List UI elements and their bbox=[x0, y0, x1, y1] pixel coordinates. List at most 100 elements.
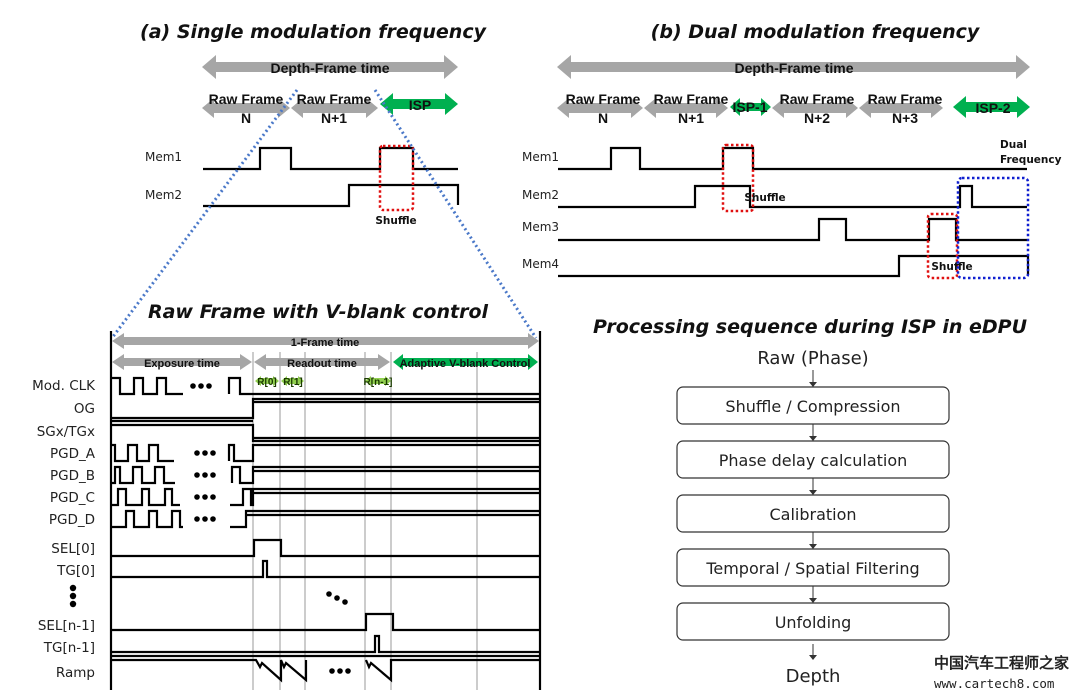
watermark-name: 中国汽车工程师之家 bbox=[934, 654, 1069, 672]
panel-a-segment-0-line1: Raw Frame bbox=[209, 91, 284, 107]
signal-label: PGD_A bbox=[50, 446, 96, 462]
panel-b-segment-0-line1: Raw Frame bbox=[566, 91, 641, 107]
panel-a-segment-0-line2: N bbox=[241, 110, 251, 126]
signal-label: TG[n-1] bbox=[43, 640, 95, 656]
row-r0-arrow bbox=[255, 376, 279, 386]
signal-labels: Mod. CLK OG SGx/TGx PGD_A PGD_B PGD_C PG… bbox=[32, 378, 96, 681]
frame-time-label: 1-Frame time bbox=[291, 337, 359, 349]
signal-label: PGD_B bbox=[50, 468, 95, 484]
panel-b-segment-arrow-0 bbox=[557, 98, 643, 118]
flow-arrow-head bbox=[809, 490, 817, 495]
pgd-b-waveform bbox=[112, 465, 175, 485]
panel-a-segment-arrow-0 bbox=[202, 98, 290, 118]
panel-b-segment-1-line2: N+1 bbox=[678, 110, 704, 126]
panel-b-shuffle-label-2: Shuffle bbox=[931, 261, 972, 273]
readout-time-arrow bbox=[254, 354, 390, 370]
panel-b-segment-4-line1: Raw Frame bbox=[868, 91, 943, 107]
flow-step-label: Phase delay calculation bbox=[719, 451, 908, 470]
panel-b-mem1-waveform bbox=[558, 146, 1027, 171]
seln1-waveform bbox=[112, 612, 540, 632]
vblank-control-label: Adaptive V-blank Control bbox=[400, 358, 531, 370]
pgd-d-waveform-tail bbox=[230, 509, 540, 529]
row-r1-arrow bbox=[281, 376, 304, 386]
sgx-waveform bbox=[112, 423, 540, 443]
flow-arrow-head bbox=[809, 598, 817, 603]
signal-label: SEL[0] bbox=[51, 541, 95, 557]
flow-arrow-head bbox=[809, 382, 817, 387]
panel-a-depth-frame-arrow bbox=[202, 55, 458, 79]
row-label-2: R[n-1] bbox=[364, 377, 393, 388]
panel-b-segment-2-line1: ISP-1 bbox=[732, 99, 767, 115]
panel-b-segment-arrow-1 bbox=[644, 98, 728, 118]
panel-b-segment-arrow-4 bbox=[859, 98, 943, 118]
panel-a-segment-2-line1: ISP bbox=[409, 97, 432, 113]
tgn1-waveform bbox=[112, 634, 540, 654]
panel-b-title: (b) Dual modulation frequency bbox=[651, 21, 981, 43]
panel-b-segment-arrow-3 bbox=[772, 98, 858, 118]
panel-a-segment-arrow-2 bbox=[380, 93, 458, 115]
panel-b-shuffle-box-1 bbox=[721, 143, 755, 213]
panel-b-segment-3-line2: N+2 bbox=[804, 110, 830, 126]
panel-a: (a) Single modulation frequency Depth-Fr… bbox=[140, 21, 488, 227]
panel-b-segment-4-line2: N+3 bbox=[892, 110, 918, 126]
vblank-control-arrow bbox=[393, 354, 538, 370]
og-waveform bbox=[112, 397, 540, 420]
pgd-c-waveform-tail bbox=[230, 487, 540, 507]
isp-flow-output: Depth bbox=[786, 666, 841, 687]
signal-label: PGD_D bbox=[49, 512, 95, 528]
panel-b-segment-0-line2: N bbox=[598, 110, 608, 126]
panel-b-mem-label-1: Mem2 bbox=[522, 188, 559, 202]
ramp-waveform bbox=[112, 658, 308, 683]
exposure-time-label: Exposure time bbox=[144, 358, 220, 370]
panel-b-mem-label-2: Mem3 bbox=[522, 220, 559, 234]
panel-a-mem-label-0: Mem1 bbox=[145, 150, 182, 164]
tg0-waveform bbox=[112, 559, 540, 579]
pgd-b-waveform-tail bbox=[230, 465, 540, 485]
panel-b-mem-label-0: Mem1 bbox=[522, 150, 559, 164]
raw-frame-title: Raw Frame with V-blank control bbox=[148, 301, 489, 323]
panel-b-mem2-waveform bbox=[558, 184, 1027, 209]
signal-label: OG bbox=[74, 401, 95, 417]
mod-clk-waveform-tail bbox=[227, 376, 540, 396]
ellipsis-dots bbox=[190, 383, 351, 674]
signal-label: PGD_C bbox=[50, 490, 95, 506]
pgd-d-waveform bbox=[112, 509, 183, 529]
vertical-ellipsis-dot bbox=[69, 584, 77, 592]
raw-frame-timing: Raw Frame with V-blank control 1-Frame t… bbox=[32, 301, 542, 690]
flow-arrow-head bbox=[809, 655, 817, 660]
signal-label: SGx/TGx bbox=[37, 424, 95, 440]
flow-arrow-head bbox=[809, 544, 817, 549]
panel-b-dual-frequency-box bbox=[956, 176, 1030, 280]
panel-b-segment-3-line1: Raw Frame bbox=[780, 91, 855, 107]
pgd-c-waveform bbox=[112, 487, 180, 507]
panel-b-mem4-waveform bbox=[558, 254, 1030, 278]
panel-b-mem-label-3: Mem4 bbox=[522, 257, 559, 271]
flow-step-label: Unfolding bbox=[775, 613, 852, 632]
isp-flow-title: Processing sequence during ISP in eDPU bbox=[593, 316, 1028, 338]
panel-b-dual-label-1: Dual bbox=[1000, 139, 1027, 151]
flow-step-label: Shuffle / Compression bbox=[725, 397, 900, 416]
panel-b-segment-arrow-2 bbox=[730, 98, 771, 116]
panel-a-depth-frame-label: Depth-Frame time bbox=[270, 60, 389, 76]
exposure-time-arrow bbox=[112, 354, 252, 370]
watermark: 中国汽车工程师之家 www.cartech8.com bbox=[934, 654, 1069, 691]
panel-a-segment-arrow-1 bbox=[291, 98, 378, 118]
panel-b-depth-frame-arrow bbox=[557, 55, 1030, 79]
row-label-1: R[1] bbox=[283, 377, 302, 388]
watermark-url: www.cartech8.com bbox=[934, 676, 1054, 691]
panel-a-title: (a) Single modulation frequency bbox=[140, 21, 488, 43]
isp-flow: Processing sequence during ISP in eDPU R… bbox=[593, 316, 1028, 687]
panel-a-mem2-waveform bbox=[203, 183, 460, 208]
zoom-guide-left-line bbox=[110, 89, 299, 339]
mod-clk-waveform bbox=[112, 376, 183, 396]
sel0-waveform bbox=[112, 538, 540, 558]
vertical-ellipsis-dot bbox=[69, 600, 77, 608]
panel-b-depth-frame-label: Depth-Frame time bbox=[734, 60, 853, 76]
panel-a-shuffle-box bbox=[378, 144, 415, 212]
panel-b-dual-label-2: Frequency bbox=[1000, 154, 1062, 166]
frame-time-arrow bbox=[112, 333, 539, 349]
signal-label: Mod. CLK bbox=[32, 378, 96, 394]
